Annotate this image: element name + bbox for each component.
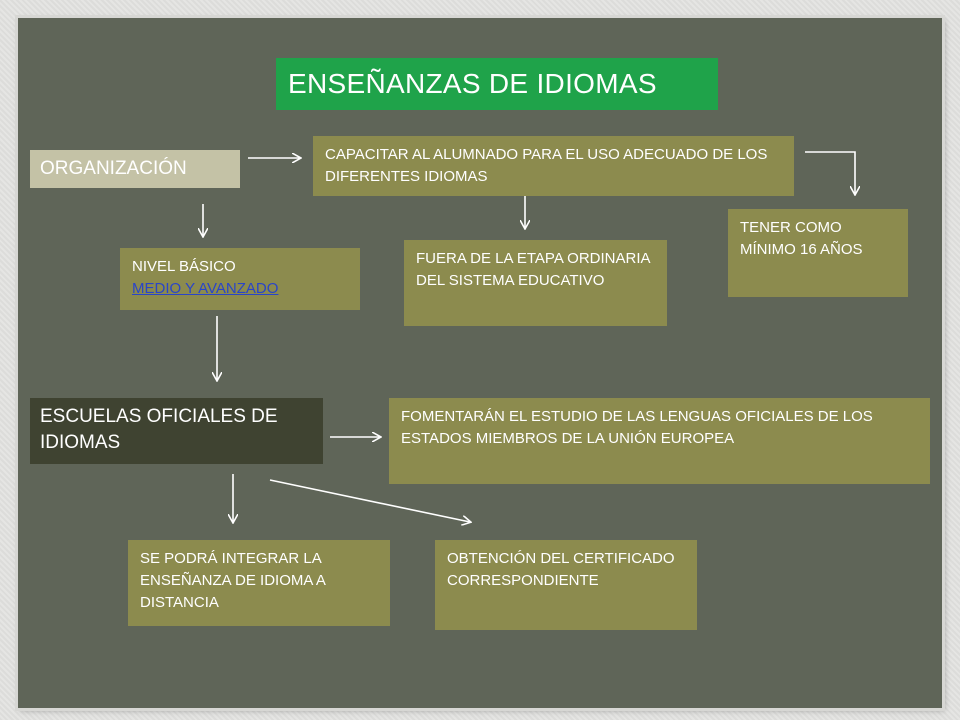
node-capacitar: CAPACITAR AL ALUMNADO PARA EL USO ADECUA…	[313, 136, 794, 196]
node-fuera-etapa: FUERA DE LA ETAPA ORDINARIA DEL SISTEMA …	[404, 240, 667, 326]
nivel-basico-label: NIVEL BÁSICO	[132, 258, 236, 275]
diagram-title: ENSEÑANZAS DE IDIOMAS	[276, 58, 718, 110]
node-integrar-distancia: SE PODRÁ INTEGRAR LA ENSEÑANZA DE IDIOMA…	[128, 540, 390, 626]
medio-avanzado-link[interactable]: MEDIO Y AVANZADO	[132, 279, 279, 297]
node-nivel: NIVEL BÁSICO MEDIO Y AVANZADO	[120, 248, 360, 310]
node-organizacion: ORGANIZACIÓN	[30, 150, 240, 188]
node-obtencion-certificado: OBTENCIÓN DEL CERTIFICADO CORRESPONDIENT…	[435, 540, 697, 630]
arrow-escuelas-to-obtencion	[269, 479, 470, 522]
arrow-capacitar-to-tener	[805, 151, 855, 194]
node-escuelas-oficiales: ESCUELAS OFICIALES DE IDIOMAS	[30, 398, 323, 464]
node-tener-16-anos: TENER COMO MÍNIMO 16 AÑOS	[728, 209, 908, 297]
node-fomentaran: FOMENTARÁN EL ESTUDIO DE LAS LENGUAS OFI…	[389, 398, 930, 484]
